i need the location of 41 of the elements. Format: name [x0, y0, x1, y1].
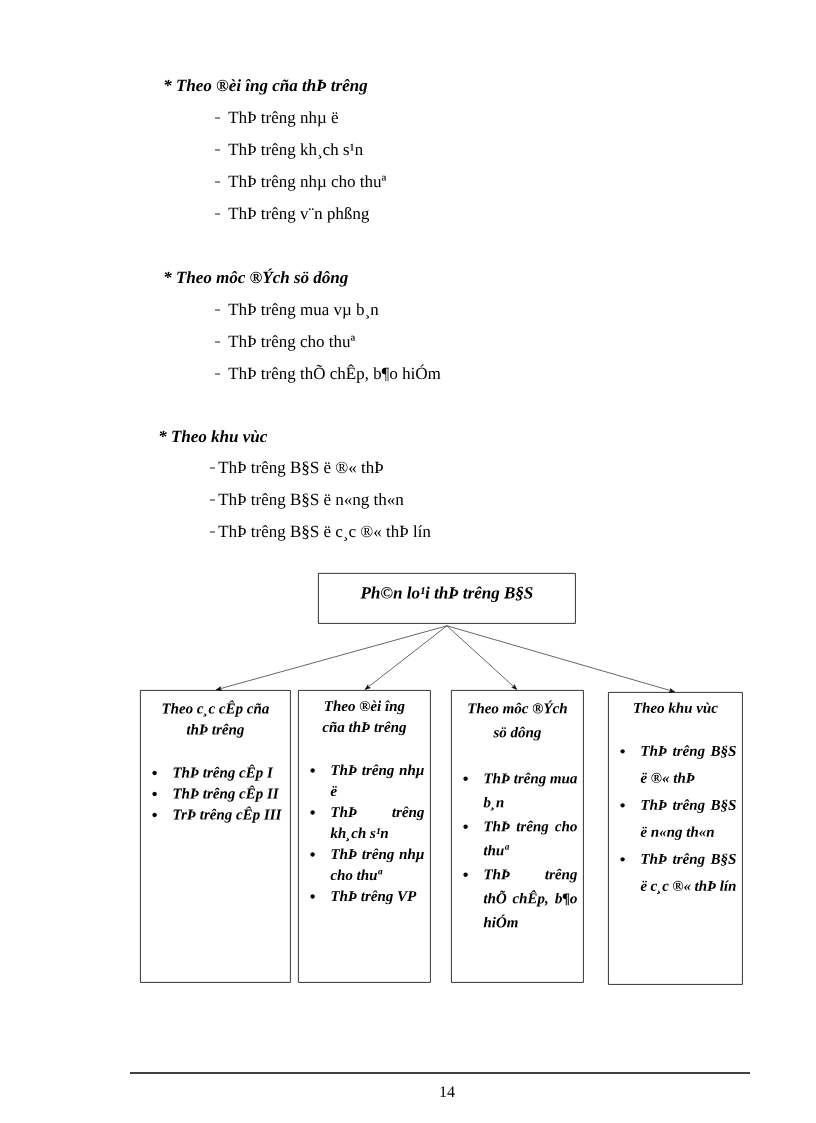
section-heading: * Theo ®èi îng cña thÞ trêng [164, 79, 368, 95]
list-item: ThÞ trêng B§S ë n«ng th«n [640, 799, 736, 841]
list-item: ThÞ trêng kh¸ch s¹n [330, 806, 424, 842]
list-item: ThÞ trêng nhµ ë [330, 764, 424, 797]
title-box [318, 573, 576, 624]
list-item: ThÞ trêng nhµ cho thuª [228, 175, 387, 191]
list-item: ThÞ trêng B§S ë ®« thÞ [640, 745, 736, 783]
list-item: ThÞ trêng B§S ë n«ng th«n [218, 493, 404, 509]
list-item: ThÞ trêng cÊp II [173, 785, 280, 802]
category-box [298, 690, 431, 983]
list-item: ThÞ trêng thÕ chÊp, b¶o hiÓm [228, 364, 441, 383]
list-item: ThÞ trêng kh¸ch s¹n [228, 143, 363, 159]
page-number: 14 [440, 1086, 455, 1097]
list-item: ThÞ trêng v¨n phßng [228, 207, 370, 223]
list-item: ThÞ trêng nhµ ë [228, 111, 338, 127]
box-heading: Theo c¸c cÊp cña thÞ trêng [162, 700, 269, 738]
section-heading: * Theo khu vùc [159, 430, 268, 443]
box-heading: Theo ®èi îng cña thÞ trêng [322, 700, 407, 736]
category-box [608, 692, 743, 985]
list-item: ThÞ trêng VP [331, 890, 417, 905]
category-box [140, 690, 291, 983]
arrow [446, 625, 675, 693]
category-box [451, 690, 584, 983]
box-heading: Theo môc ®Ých sö dông [468, 700, 567, 741]
list-item: ThÞ trêng cho thuª [228, 335, 356, 351]
list-item: TrÞ trêng cÊp III [173, 806, 282, 823]
section-heading: * Theo môc ®Ých sö dông [164, 268, 348, 287]
arrow [446, 625, 518, 690]
list-item: ThÞ trêng thÕ chÊp, b¶o hiÓm [483, 868, 577, 928]
list-item: ThÞ trêng mua b¸n [483, 772, 578, 811]
list-item: ThÞ trêng cho thuª [483, 820, 577, 856]
list-item: ThÞ trêng mua vµ b¸n [228, 303, 379, 319]
arrow [215, 625, 448, 691]
box-title: Ph©n lo¹i thÞ trêng B§S [360, 586, 533, 602]
list-item: ThÞ trêng B§S ë c¸c ®« thÞ lín [640, 853, 736, 894]
box-heading: Theo khu vùc [634, 702, 718, 713]
list-item: ThÞ trêng B§S ë ®« thÞ [218, 461, 383, 477]
list-item: ThÞ trêng nhµ cho thuª [330, 848, 424, 881]
list-item: ThÞ trêng cÊp I [173, 764, 274, 781]
list-item: ThÞ trêng B§S ë c¸c ®« thÞ lín [218, 525, 431, 541]
arrow [364, 625, 448, 690]
